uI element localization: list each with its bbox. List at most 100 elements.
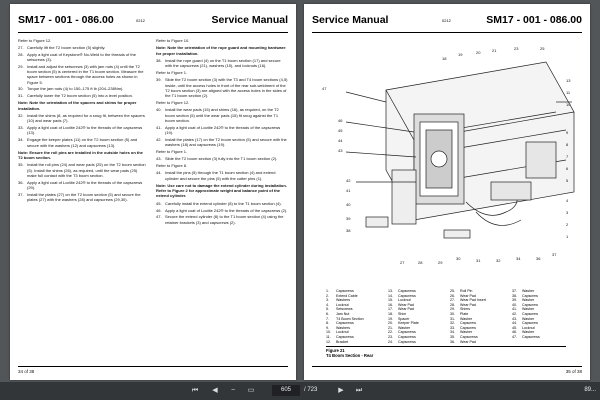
prev-page-icon[interactable]: ◀ xyxy=(212,387,218,394)
legend-number: 39. xyxy=(512,298,517,303)
legend-part-name: Roll Pin xyxy=(460,289,473,293)
legend-row: 35.Capscrews xyxy=(450,335,486,340)
page-header: SM17 - 001 - 086.00 0212 Service Manual xyxy=(18,14,288,28)
legend-part-name: Capscrews xyxy=(398,330,416,335)
legend-number: 5. xyxy=(326,307,329,312)
step-number: 34. xyxy=(18,137,24,143)
legend-number: 3. xyxy=(326,298,329,303)
last-page-icon[interactable]: ⏭ xyxy=(355,387,363,394)
step-item: 37.Install the plates (27) on the T2 boo… xyxy=(18,192,148,203)
legend-part-name: Capscrew xyxy=(522,302,538,307)
legend-row: 32.Capscrew xyxy=(450,321,486,326)
step-item: 30.Torque the jam nuts (4) to 150–175 ft… xyxy=(18,86,148,91)
legend-row: 44.Capscrew xyxy=(512,321,540,326)
legend-number: 22. xyxy=(388,330,393,335)
legend-number: 17. xyxy=(388,307,393,312)
legend-number: 42. xyxy=(512,311,517,316)
legend-part-name: T4 Boom Section xyxy=(336,316,364,321)
legend-part-name: Locknut xyxy=(336,330,349,335)
legend-part-name: Wear Pad xyxy=(460,339,476,344)
legend-number: 18. xyxy=(388,311,393,316)
first-page-icon[interactable]: ⏮ xyxy=(191,387,199,394)
step-item: 46.Apply a light coat of Loctite 242® to… xyxy=(156,208,288,213)
legend-row: 3.Washers xyxy=(326,298,364,303)
step-number: 38. xyxy=(156,57,162,63)
legend-row: 24.Capscrews xyxy=(388,340,419,345)
legend-part-name: Washer xyxy=(460,316,473,321)
page-footer: 34 of 38 xyxy=(18,369,35,374)
callout-label: 11 xyxy=(566,90,571,95)
legend-number: 1. xyxy=(326,289,329,293)
note-text: Note: Note the orientation of the rope g… xyxy=(156,45,286,56)
legend-part-name: Washer xyxy=(398,325,411,330)
step-number: 37. xyxy=(18,191,24,197)
legend-row: 27.Wear Pad Insert xyxy=(450,298,486,303)
figure-reference: Refer to Figure 12. xyxy=(156,100,190,106)
legend-part-name: Keeper Plate xyxy=(398,321,419,326)
legend-row: 9.Washers xyxy=(326,326,364,331)
legend-part-name: Capscrew xyxy=(460,325,476,330)
step-number: 30. xyxy=(18,86,24,92)
legend-number: 45. xyxy=(512,325,517,330)
legend-row: 1.Capscrews xyxy=(326,289,364,294)
step-item: 31.Carefully lower the T2 boom section (… xyxy=(18,93,148,98)
legend-row: 43.Washer xyxy=(512,317,540,322)
legend-row: 14.Capscrews xyxy=(388,294,419,299)
step-number: 47. xyxy=(156,214,162,220)
legend-row: 40.Capscrew xyxy=(512,303,540,308)
document-code: SM17 - 001 - 086.00 xyxy=(486,14,582,26)
legend-row: 19.Spacer xyxy=(388,317,419,322)
legend-part-name: Washer xyxy=(460,330,473,335)
legend-part-name: Wear Pad xyxy=(460,293,476,298)
legend-part-name: Locknut xyxy=(522,325,535,330)
next-page-icon[interactable]: ▶ xyxy=(338,387,344,394)
viewer-toolbar: ⏮ ◀ − ▭ 605 / 723 ▶ ⏭ 89... xyxy=(0,382,600,400)
legend-row: 29.Shims xyxy=(450,307,486,312)
legend-part-name: Extend Cable xyxy=(336,293,358,298)
legend-part-name: Capscrews xyxy=(398,339,416,344)
zoom-out-icon[interactable]: − xyxy=(230,387,236,394)
legend-row: 42.Capscrew xyxy=(512,312,540,317)
legend-part-name: Washers xyxy=(336,325,351,330)
callout-label: 31 xyxy=(476,258,481,263)
figure-number: Figure 21 xyxy=(326,348,345,353)
legend-number: 10. xyxy=(326,330,331,335)
step-number: 32. xyxy=(18,113,24,119)
zoom-level[interactable]: 89... xyxy=(584,387,596,393)
callout-label: 41 xyxy=(346,188,351,193)
legend-row: 11.Capscrews xyxy=(326,335,364,340)
callout-label: 47 xyxy=(322,86,327,91)
callout-label: 39 xyxy=(346,216,351,221)
fit-page-icon[interactable]: ▭ xyxy=(247,387,255,394)
legend-row: 7.T4 Boom Section xyxy=(326,317,364,322)
page-number-input[interactable]: 605 xyxy=(272,385,300,396)
step-text: Slide the T2 boom section (3) fully into… xyxy=(165,156,278,162)
legend-row: 37.Washer xyxy=(512,289,540,294)
legend-row: 26.Wear Pad xyxy=(450,294,486,299)
legend-row: 18. Shim xyxy=(388,312,419,317)
callout-label: 9 xyxy=(566,130,569,135)
legend-part-name: Washer xyxy=(522,289,535,293)
figure-reference: Refer to Figure 12. xyxy=(18,38,52,43)
legend-row: 15.Locknut xyxy=(388,298,419,303)
callout-label: 29 xyxy=(438,260,443,265)
legend-part-name: Capscrews xyxy=(398,293,416,298)
step-item: 32.Install the shims (8, as required for… xyxy=(18,113,148,124)
step-item: 29.Install and adjust the setscrews (3) … xyxy=(18,64,148,85)
step-number: 39. xyxy=(156,77,162,83)
legend-part-name: Locknut xyxy=(398,298,411,303)
legend-number: 41. xyxy=(512,307,517,312)
legend-part-name: Wear Pad xyxy=(398,307,414,312)
step-text: Apply a light coat of Loctite 242® to th… xyxy=(165,124,281,135)
legend-number: 2. xyxy=(326,293,329,298)
legend-part-name: Shim xyxy=(398,311,407,316)
step-text: Apply a light coat of Loctite 242® to th… xyxy=(27,125,143,136)
legend-number: 32. xyxy=(450,321,455,326)
legend-row: 22. Capscrews xyxy=(388,330,419,335)
step-text: Install and adjust the setscrews (3) wit… xyxy=(27,63,144,85)
manual-title: Service Manual xyxy=(312,14,389,26)
step-item: 42.Install the plates (17) on the T2 boo… xyxy=(156,137,288,148)
legend-number: 43. xyxy=(512,316,517,321)
legend-row: 2. Extend Cable xyxy=(326,294,364,299)
right-page: Service Manual 0212 SM17 - 001 - 086.00 xyxy=(304,4,590,380)
